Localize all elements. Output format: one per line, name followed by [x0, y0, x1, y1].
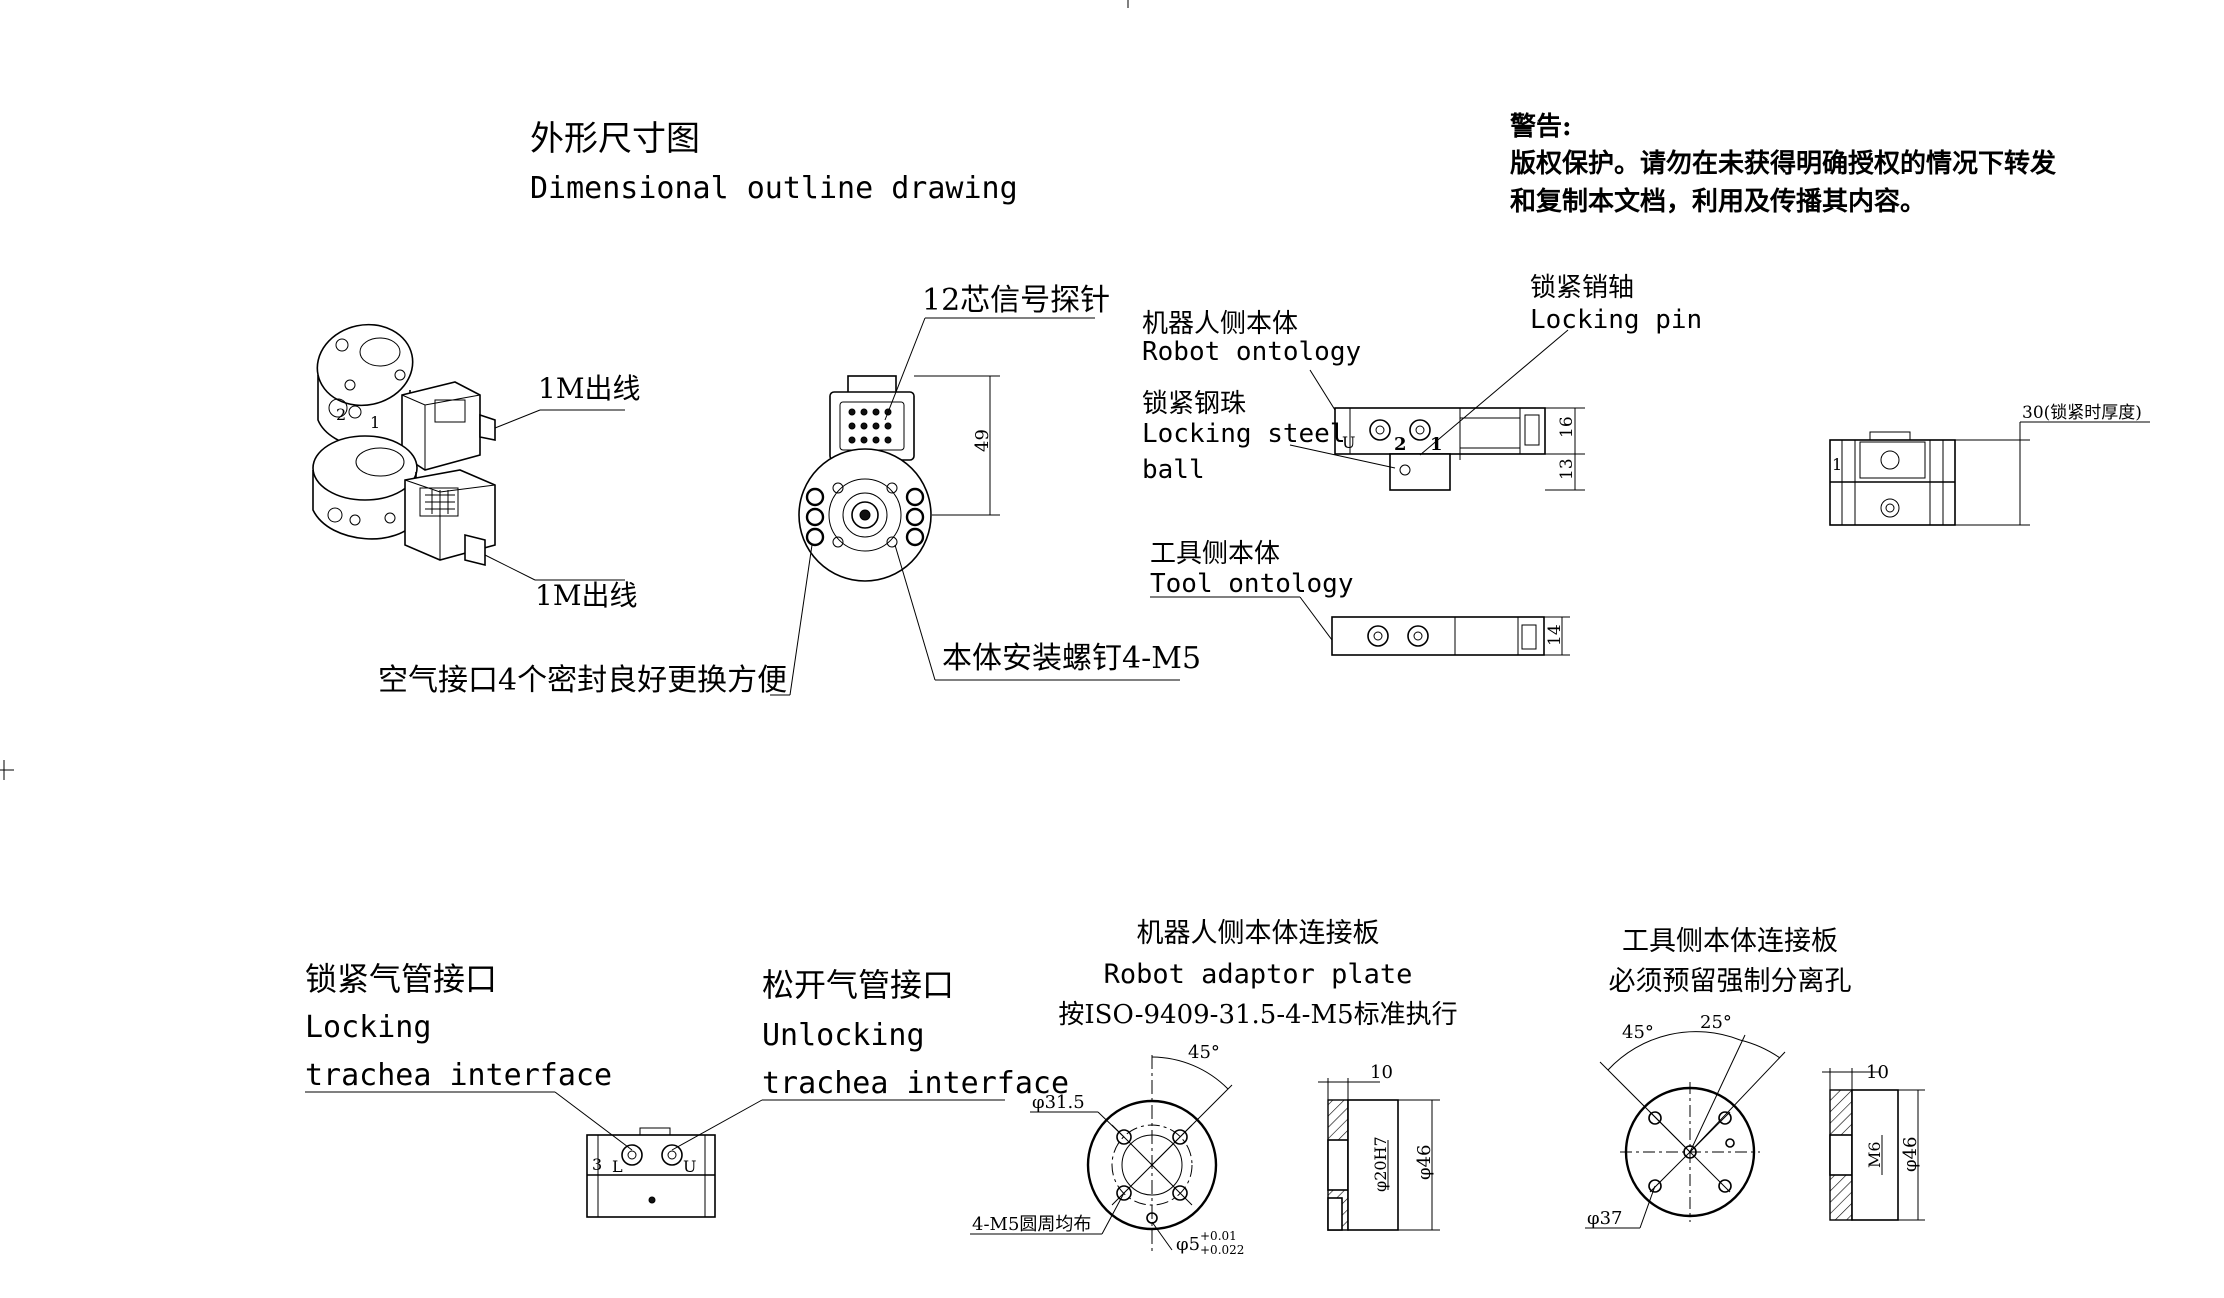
robot-plate-angle: 45°	[1188, 1042, 1220, 1063]
robot-plate-title-zh: 机器人侧本体连接板	[1137, 918, 1380, 949]
port-label-2: 2	[336, 405, 346, 424]
registration-marks	[0, 0, 1129, 780]
robot-ontology-zh: 机器人侧本体	[1142, 309, 1298, 339]
locking-ball-en-2: ball	[1142, 455, 1205, 485]
cable-label-top: 1M出线	[538, 372, 641, 405]
robot-plate-standard: 按ISO-9409-31.5-4-M5标准执行	[1058, 1000, 1457, 1030]
robot-plate-holes: 4-M5圆周均布	[972, 1214, 1091, 1235]
air-mark-l: L	[612, 1157, 623, 1176]
locking-interface-en-2: trachea interface	[305, 1058, 612, 1093]
port-label-1: 1	[370, 413, 380, 432]
locked-assembly-view: 1 30(锁紧时厚度)	[1829, 403, 2150, 526]
cable-label-bottom: 1M出线	[535, 579, 638, 612]
tool-plate-angle-25: 25°	[1700, 1012, 1732, 1033]
locking-interface-en-1: Locking	[305, 1010, 431, 1045]
air-mark-3: 3	[592, 1155, 602, 1174]
locking-ball-zh: 锁紧钢珠	[1142, 389, 1246, 419]
air-ports-label: 空气接口4个密封良好更换方便	[378, 663, 787, 698]
tool-plate-outer: φ46	[1900, 1136, 1921, 1172]
robot-plate-tol-lower: +0.022	[1200, 1243, 1244, 1257]
warning-line-1: 版权保护。请勿在未获得明确授权的情况下转发	[1509, 148, 2056, 179]
unlocking-interface-en-1: Unlocking	[762, 1018, 925, 1053]
isometric-view: 2 1 1M出线 1M出线	[312, 323, 641, 612]
side-mark-2: 2	[1394, 434, 1407, 455]
dim-16: 16	[1557, 416, 1577, 438]
pin-grid-iso	[425, 490, 455, 514]
air-ports-front	[805, 487, 925, 547]
tool-plate-angle-45: 45°	[1622, 1022, 1654, 1043]
tool-plate-subtitle-zh: 必须预留强制分离孔	[1609, 966, 1852, 997]
robot-plate-tol-upper: +0.01	[1200, 1229, 1237, 1243]
copyright-warning: 警告: 版权保护。请勿在未获得明确授权的情况下转发 和复制本文档，利用及传播其内…	[1509, 111, 2056, 217]
dim-13: 13	[1557, 458, 1577, 480]
tool-adaptor-plate: 工具侧本体连接板 必须预留强制分离孔 45° 25° φ37 10 φ4	[1585, 926, 1925, 1229]
tool-plate-thread: M6	[1865, 1141, 1884, 1168]
locked-thickness-label: 30(锁紧时厚度)	[2022, 403, 2142, 423]
title-en: Dimensional outline drawing	[530, 171, 1018, 206]
robot-plate-title-en: Robot adaptor plate	[1104, 959, 1413, 990]
side-mark-u: U	[1342, 433, 1355, 452]
side-view: U 2 1 16 13 锁紧销轴 Locking pin 机器人侧本体 Robo…	[1142, 273, 1702, 656]
title-zh: 外形尺寸图	[530, 119, 700, 159]
robot-plate-outer: φ46	[1414, 1144, 1435, 1180]
robot-plate-bore: φ20H7	[1371, 1136, 1390, 1192]
robot-plate-pcd: φ31.5	[1032, 1092, 1085, 1113]
warning-line-2: 和复制本文档，利用及传播其内容。	[1510, 186, 1926, 217]
tool-ontology-en: Tool ontology	[1150, 569, 1354, 599]
air-mark-u: U	[683, 1157, 696, 1176]
locking-pin-en: Locking pin	[1530, 305, 1702, 335]
warning-heading: 警告:	[1510, 111, 1572, 142]
tool-plate-pcd: φ37	[1587, 1208, 1623, 1229]
tool-plate-title-zh: 工具侧本体连接板	[1622, 926, 1838, 957]
locking-pin-zh: 锁紧销轴	[1530, 273, 1634, 303]
unlocking-interface-en-2: trachea interface	[762, 1066, 1069, 1101]
robot-plate-dim-10: 10	[1370, 1062, 1393, 1083]
probe-label: 12芯信号探针	[922, 283, 1110, 318]
locked-mark-1: 1	[1832, 455, 1842, 474]
dim-14: 14	[1545, 624, 1565, 646]
tool-ontology-zh: 工具侧本体	[1150, 539, 1280, 569]
locking-ball-en-1: Locking steel	[1142, 419, 1346, 449]
robot-plate-pin: φ5	[1176, 1234, 1200, 1255]
drawing-title: 外形尺寸图 Dimensional outline drawing	[530, 119, 1018, 206]
screws-label: 本体安装螺钉4-M5	[942, 641, 1201, 676]
front-view: 49 12芯信号探针 本体安装螺钉4-M5 空气接口4个密封良好更换方便	[378, 283, 1201, 698]
locking-interface-zh: 锁紧气管接口	[305, 960, 497, 998]
dim-height-49: 49	[972, 429, 993, 452]
unlocking-interface-zh: 松开气管接口	[762, 966, 954, 1004]
tool-plate-dim-10: 10	[1866, 1062, 1889, 1083]
air-interface-view: 3 L U 锁紧气管接口 Locking trachea interface 松…	[305, 960, 1069, 1218]
robot-ontology-en: Robot ontology	[1142, 337, 1361, 367]
robot-adaptor-plate: 机器人侧本体连接板 Robot adaptor plate 按ISO-9409-…	[970, 918, 1458, 1257]
probe-pin-grid	[848, 408, 892, 444]
